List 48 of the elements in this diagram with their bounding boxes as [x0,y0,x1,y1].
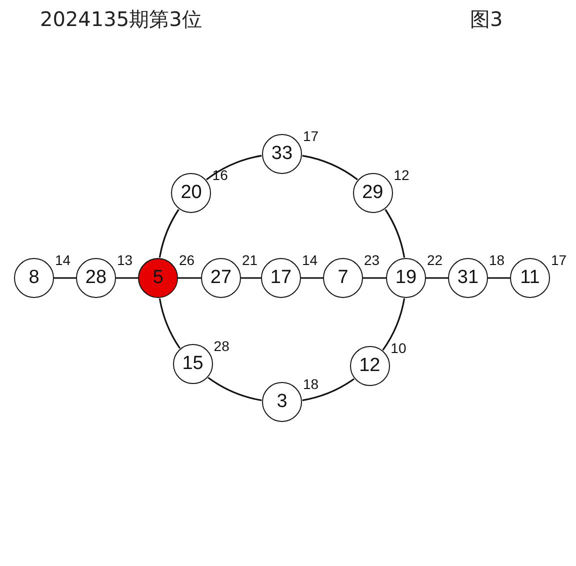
connector-line [208,376,262,402]
node-note: 14 [55,252,71,268]
number-circle: 8 [14,258,54,298]
node-note: 21 [242,252,258,268]
number-circle: 3 [262,382,302,422]
connector-line [488,277,510,279]
node-note: 22 [427,252,443,268]
number-circle: 17 [261,258,301,298]
node-note: 28 [214,338,230,354]
number-circle: 19 [386,258,426,298]
figure-label: 图3 [470,6,503,33]
title: 2024135期第3位 [40,6,202,33]
node-note: 14 [302,252,318,268]
node-note: 13 [117,252,133,268]
number-circle: 15 [172,344,213,384]
number-circle: 28 [76,258,116,298]
connector-line [301,277,323,279]
node-note: 16 [212,167,228,184]
connector-line [363,277,386,279]
number-circle: 33 [262,134,302,174]
connector-line [116,277,138,279]
node-note: 18 [303,376,319,392]
connector-line [54,277,76,279]
node-note: 18 [489,252,505,268]
node-note: 10 [390,340,406,356]
connector-line [426,277,448,279]
connector-line [302,378,354,402]
node-note: 17 [551,252,567,268]
number-circle: 11 [510,258,550,298]
number-circle: 12 [350,346,390,386]
connector-line [158,209,180,258]
number-circle: 20 [171,173,212,214]
number-circle: 31 [448,258,488,298]
connector-line [241,277,261,279]
connector-line [384,209,406,258]
number-circle: 7 [323,258,363,298]
number-circle: 27 [201,258,241,298]
node-note: 12 [394,167,410,184]
node-note: 17 [303,128,319,144]
connector-line [178,277,201,279]
connector-line [382,298,406,350]
node-note: 23 [364,252,380,268]
connector-line [158,298,181,349]
connector-line [302,154,358,180]
node-note: 26 [179,252,195,268]
number-circle: 5 [138,258,178,298]
connector-line [206,154,262,180]
number-circle: 29 [352,173,393,214]
